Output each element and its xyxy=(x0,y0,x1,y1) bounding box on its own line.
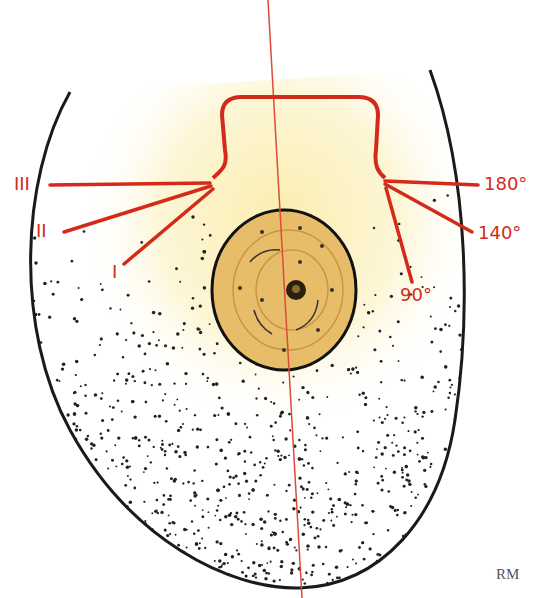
keyhole-outline xyxy=(213,97,385,178)
ring xyxy=(256,250,328,330)
disc-dots xyxy=(238,226,334,352)
angle-label: 140° xyxy=(478,223,521,243)
ring-arc xyxy=(254,310,272,334)
ring-arc xyxy=(250,250,280,262)
leader-lines xyxy=(50,181,478,282)
center-dot xyxy=(286,280,306,300)
outer-outline xyxy=(31,70,465,588)
center-dot-core xyxy=(292,285,300,293)
angle-label: 180° xyxy=(484,174,527,194)
signature: RM xyxy=(496,566,519,583)
stippling xyxy=(14,194,476,598)
yellow-glow xyxy=(80,30,480,450)
roman-label: II xyxy=(36,221,47,241)
axis-line xyxy=(268,0,302,598)
roman-label: III xyxy=(14,174,30,194)
ring xyxy=(233,230,343,350)
roman-label: I xyxy=(112,262,117,282)
ring-arc xyxy=(296,300,318,330)
angle-label: 90° xyxy=(400,285,432,305)
